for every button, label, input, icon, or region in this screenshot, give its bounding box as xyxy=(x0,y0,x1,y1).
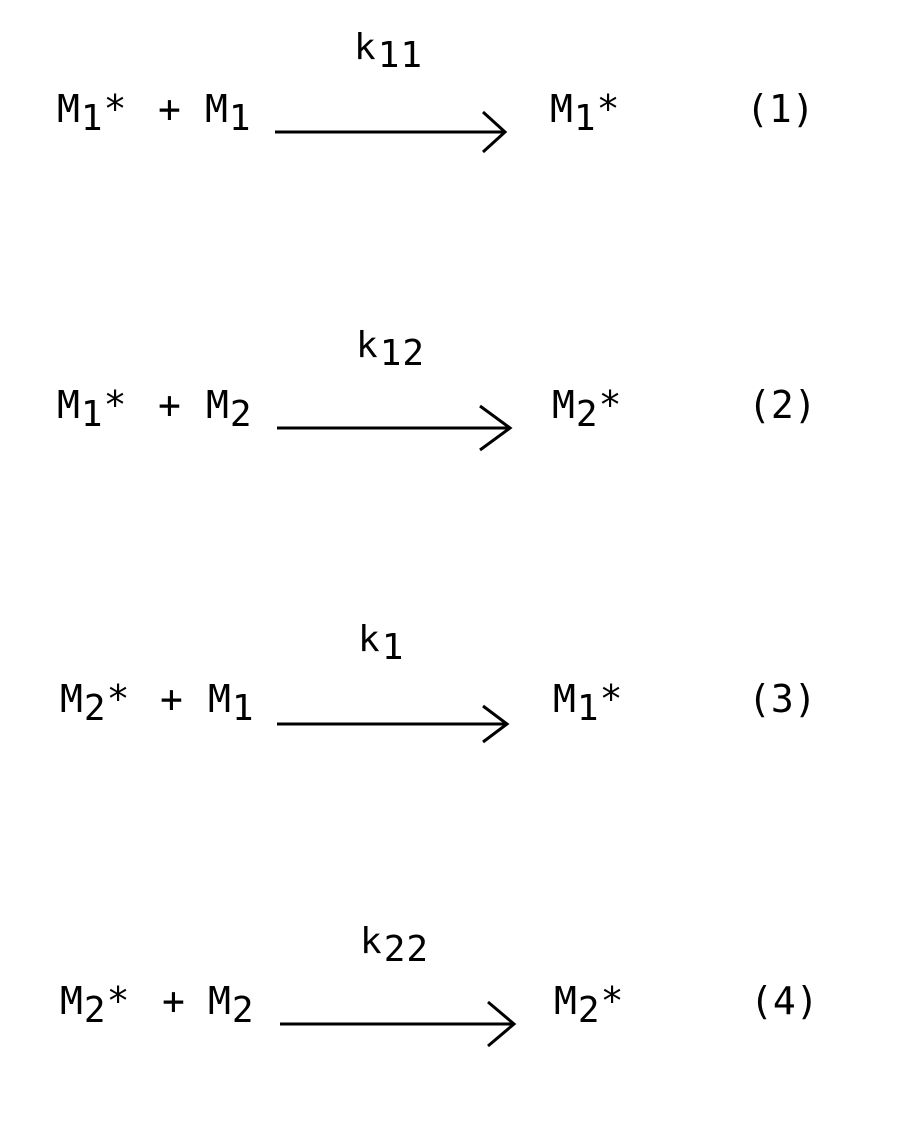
equation-number: (2) xyxy=(748,386,817,424)
rate-symbol: k xyxy=(356,325,380,366)
plus-sign: + xyxy=(158,386,182,424)
reactant-2: M2 xyxy=(206,386,253,433)
reaction-arrow-icon xyxy=(277,702,512,748)
reactant-2: M1 xyxy=(205,90,252,137)
reaction-2: k12 M1* + M2 M2* (2) xyxy=(0,326,904,526)
equation-number: (1) xyxy=(746,90,815,128)
product: M1* xyxy=(550,90,620,137)
plus-sign: + xyxy=(158,90,182,128)
rate-constant: k11 xyxy=(354,30,423,74)
reactant-2: M2 xyxy=(208,982,255,1029)
plus-sign: + xyxy=(160,680,184,718)
equation-number: (4) xyxy=(750,982,819,1020)
rate-symbol: k xyxy=(354,27,378,68)
rate-symbol: k xyxy=(360,921,384,962)
rate-constant: k22 xyxy=(360,924,429,968)
rate-constant: k12 xyxy=(356,328,425,372)
reaction-arrow-icon xyxy=(277,406,515,452)
equation-number: (3) xyxy=(748,680,817,718)
reaction-arrow-icon xyxy=(275,110,510,156)
reaction-3: k1 M2* + M1 M1* (3) xyxy=(0,620,904,820)
rate-symbol: k xyxy=(358,619,382,660)
product: M2* xyxy=(552,386,622,433)
reaction-1: k11 M1* + M1 M1* (1) xyxy=(0,28,904,228)
rate-subscript: 11 xyxy=(378,35,423,76)
rate-constant: k1 xyxy=(358,622,404,666)
reaction-4: k22 M2* + M2 M2* (4) xyxy=(0,922,904,1122)
product: M1* xyxy=(553,680,623,727)
rate-subscript: 22 xyxy=(384,929,429,970)
reactant-1: M2* xyxy=(60,982,130,1029)
reactant-2: M1 xyxy=(208,680,255,727)
reactant-1: M1* xyxy=(57,90,127,137)
reactant-1: M2* xyxy=(60,680,130,727)
rate-subscript: 1 xyxy=(382,627,405,668)
reaction-scheme: { "reactions": [ { "rate_symbol": "k", "… xyxy=(0,0,904,1094)
reaction-arrow-icon xyxy=(280,1002,520,1048)
reactant-1: M1* xyxy=(57,386,127,433)
rate-subscript: 12 xyxy=(380,333,425,374)
plus-sign: + xyxy=(162,982,186,1020)
product: M2* xyxy=(554,982,624,1029)
